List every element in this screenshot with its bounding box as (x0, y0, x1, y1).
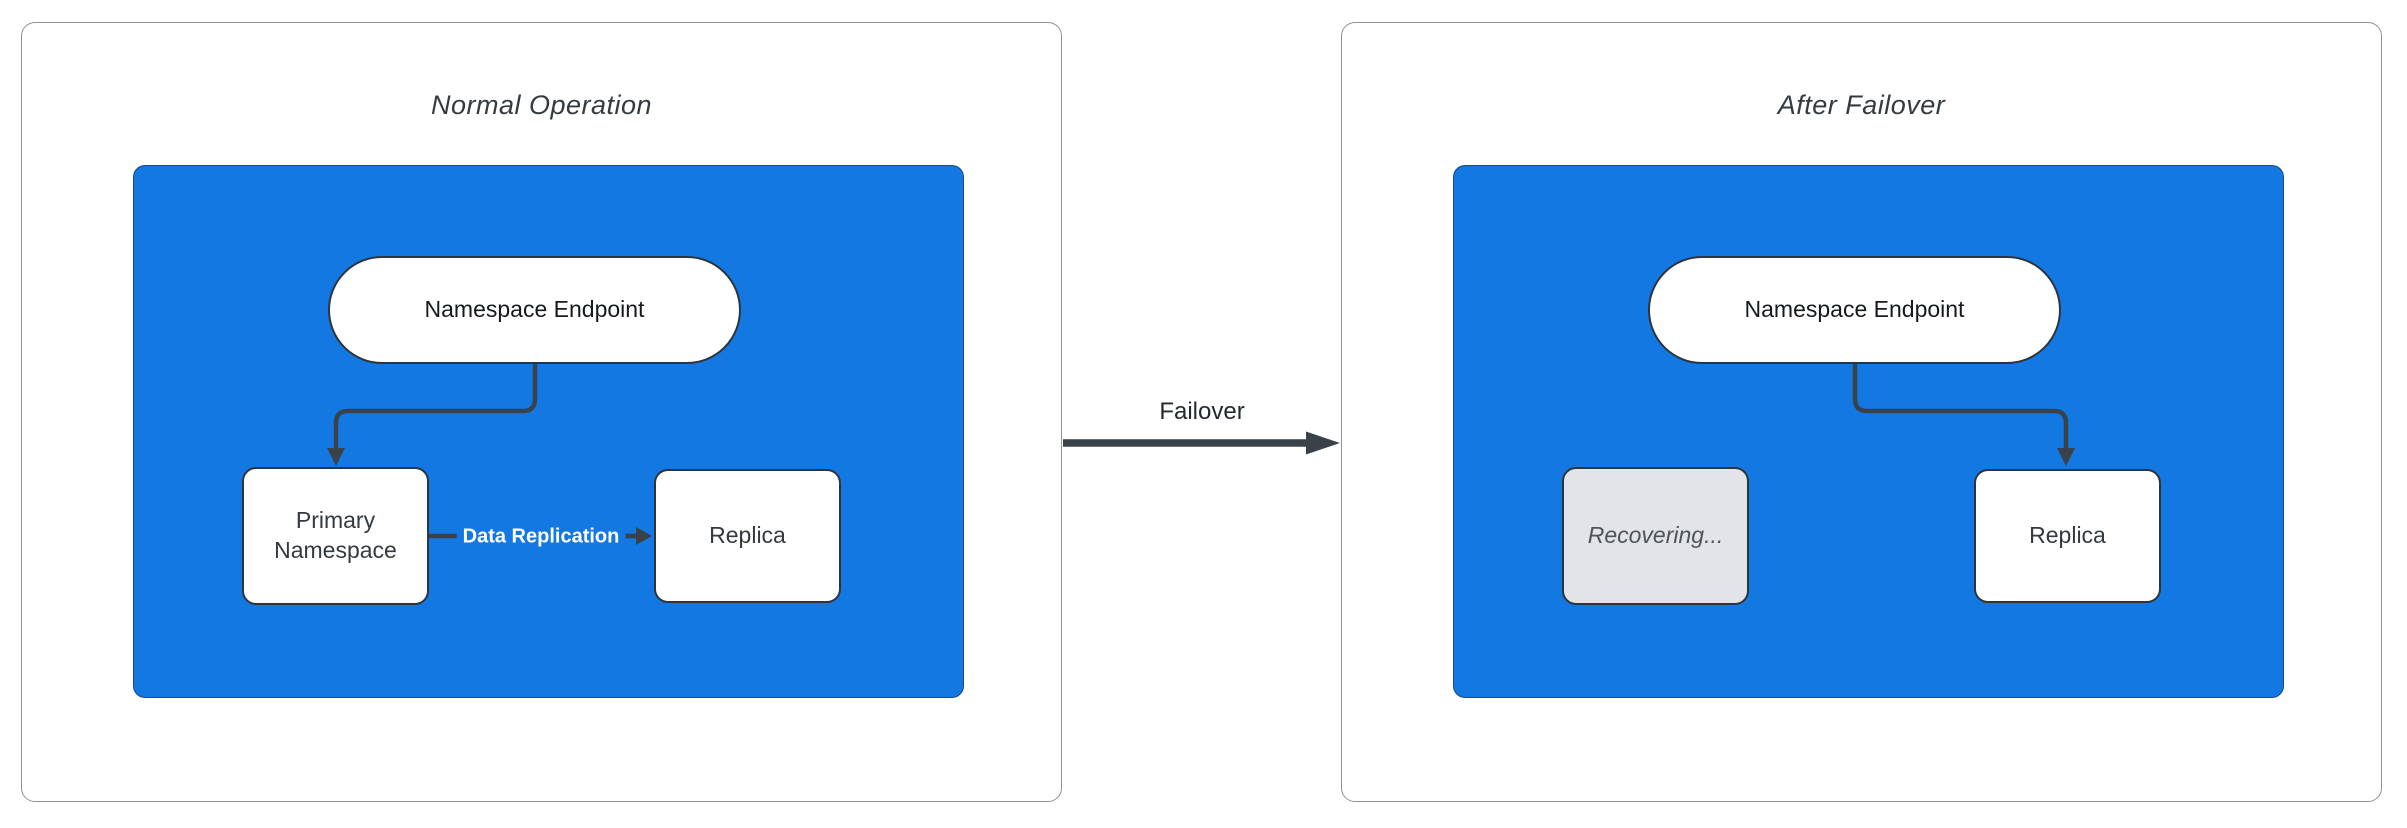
failover-arrow-label: Failover (1159, 398, 1245, 425)
node-primary-namespace: Primary Namespace (242, 467, 429, 605)
panel-title: After Failover (1777, 90, 1946, 120)
node-replica: Replica (654, 469, 841, 603)
node-recovering: Recovering... (1562, 467, 1749, 605)
edge-label-data-replication: Data Replication (456, 523, 626, 551)
node-namespace-endpoint: Namespace Endpoint (1648, 256, 2061, 364)
cluster-box (1453, 165, 2284, 698)
arrowhead-failover (1306, 431, 1340, 455)
panel-title: Normal Operation (430, 90, 653, 120)
node-replica: Replica (1974, 469, 2161, 603)
panel-after-failover: After Failover Namespace Endpoint Recove… (1341, 22, 2382, 802)
node-namespace-endpoint: Namespace Endpoint (328, 256, 741, 364)
panel-normal-operation: Normal Operation Namespace Endpoint Prim… (21, 22, 1062, 802)
cluster-box (133, 165, 964, 698)
